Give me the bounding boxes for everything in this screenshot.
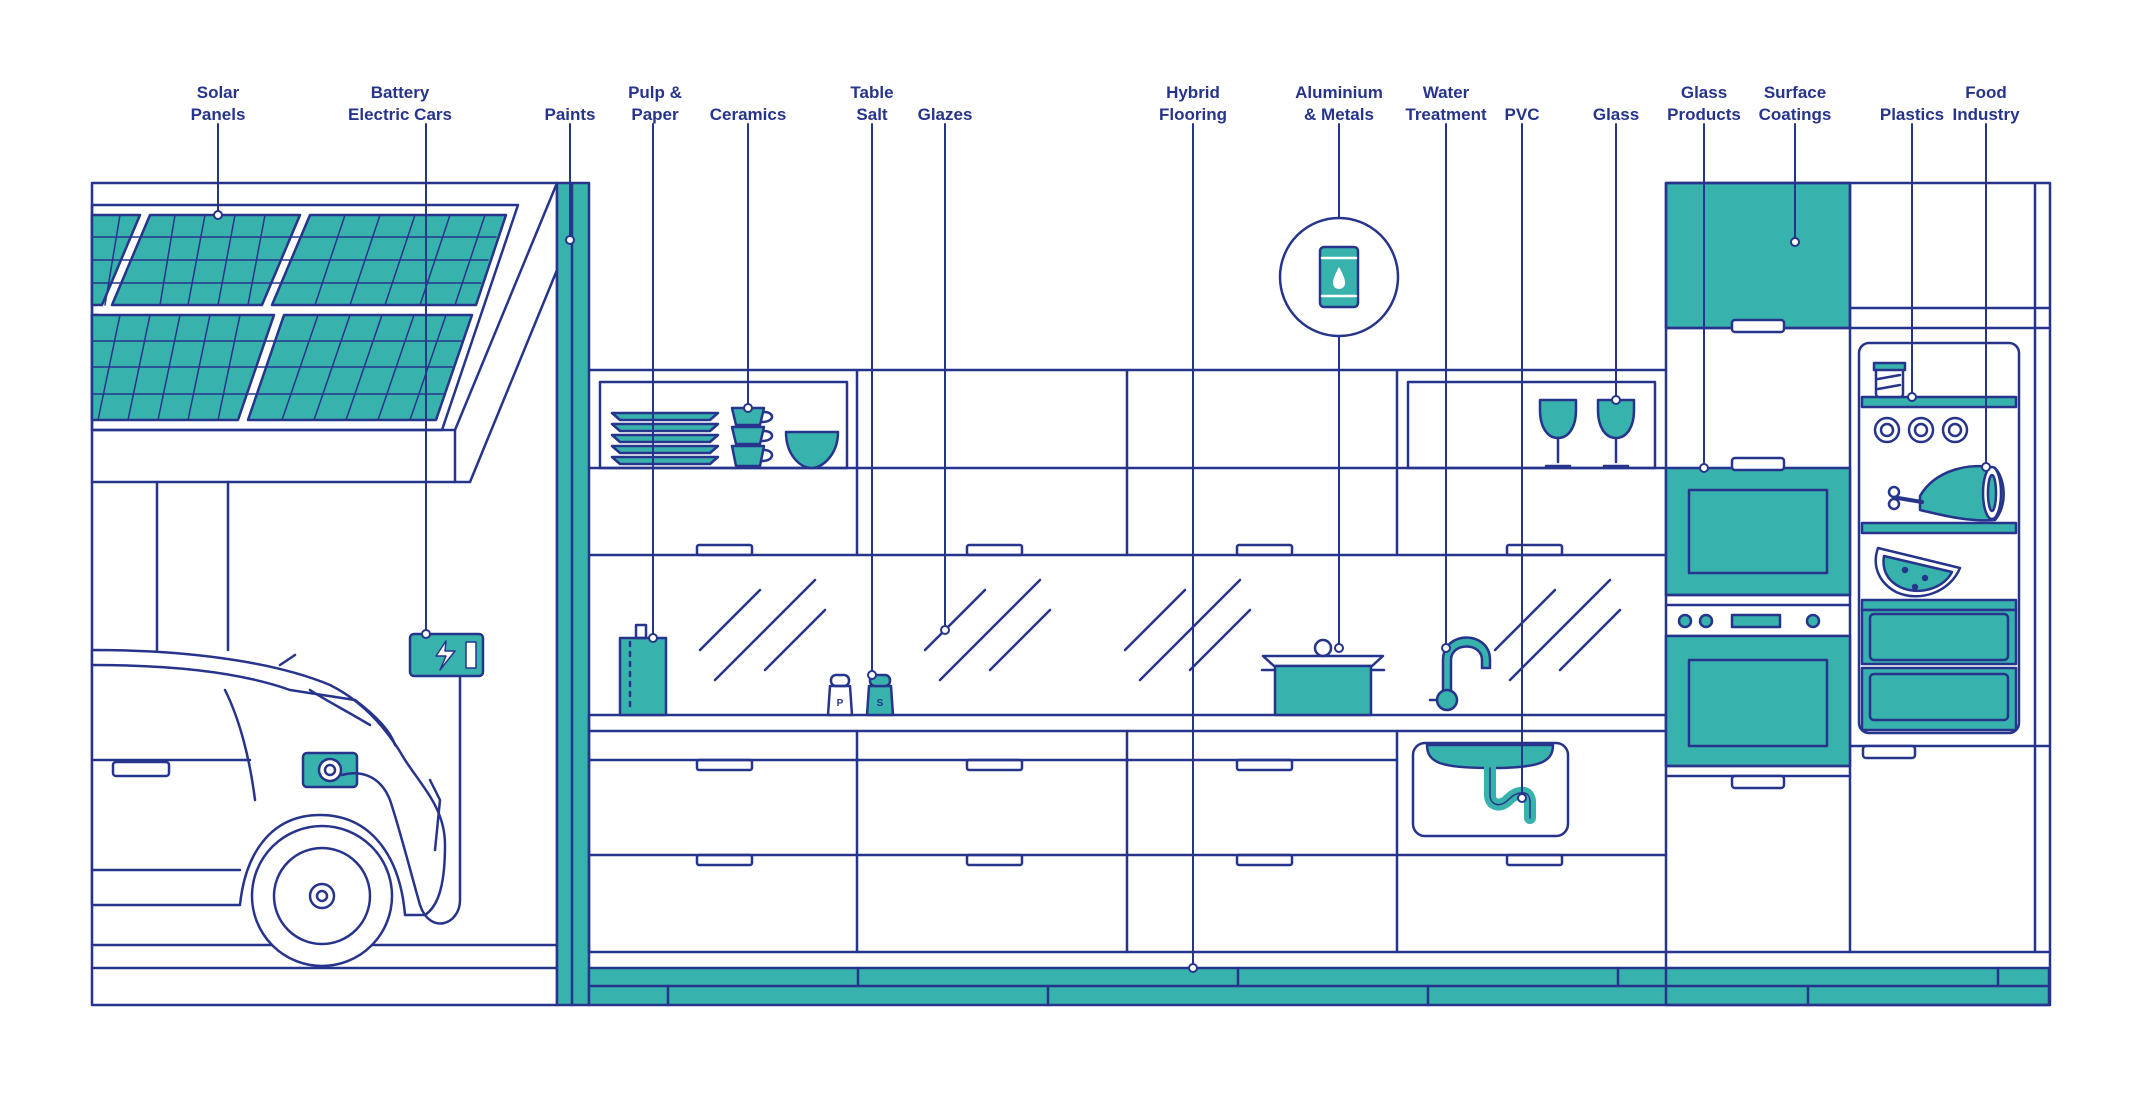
lightning-icon [435,640,456,671]
ham-icon [1887,464,2005,522]
solar-panels-array [90,213,508,422]
fridge-shelf [1860,598,2018,612]
surface-coatings-cabinet [1664,181,1852,330]
label-glass: Glass [1593,105,1639,124]
backsplash-glass-reflections [698,578,1622,682]
salt-pepper-shakers: P S [826,673,895,717]
upper-cabinets [587,368,1668,557]
aluminium-can-badge [1278,216,1400,338]
lower-cabinets [587,729,1668,954]
fridge-shelf [1860,521,2018,535]
leader-dots [213,210,1991,973]
label-line: Water [1423,83,1470,102]
electric-car [90,648,447,968]
pepper-letter: P [837,698,844,709]
label-line: Electric Cars [348,105,452,124]
faucet [1428,636,1492,712]
plastic-jar [1872,361,1907,399]
wine-glasses [1538,398,1636,468]
wall-charger [340,632,485,925]
label-line: Food [1965,83,2007,102]
stacked-plates [610,411,720,466]
stacked-cups [730,406,774,468]
label-line: Table [850,83,893,102]
label-pulp-paper: Pulp & Paper [628,83,682,124]
label-pvc: PVC [1505,105,1540,124]
label-line: Treatment [1405,105,1487,124]
label-line: Glass [1681,83,1727,102]
lower-handles [695,758,1564,867]
label-line: Panels [191,105,246,124]
watermelon-slice-icon [1874,546,1962,598]
label-line: Flooring [1159,105,1227,124]
paper-towel-roll [618,623,668,717]
sink [1411,741,1570,838]
label-aluminium-metals: Aluminium & Metals [1295,83,1383,124]
label-line: Battery [371,83,430,102]
label-line: Solar [197,83,240,102]
label-line: PVC [1505,105,1540,124]
label-line: Ceramics [710,105,787,124]
label-line: Pulp & [628,83,682,102]
open-shelf-left [598,380,849,470]
label-line: Aluminium [1295,83,1383,102]
label-line: Coatings [1759,105,1832,124]
label-paints: Paints [544,105,595,124]
label-line: Surface [1764,83,1826,102]
label-line: Glass [1593,105,1639,124]
label-line: & Metals [1304,105,1374,124]
food-containers [1873,416,1969,444]
open-shelf-right [1406,380,1657,470]
cooking-pot [1260,638,1386,717]
label-line: Paints [544,105,595,124]
bowl [784,430,840,470]
kitchen: P S [587,181,2052,1007]
upper-handles [695,543,1564,557]
car-wheel [250,824,394,968]
label-line: Hybrid [1166,83,1220,102]
label-line: Glazes [918,105,973,124]
label-line: Industry [1952,105,2020,124]
salt-letter: S [877,698,884,709]
hybrid-flooring-strip [587,950,2051,1007]
label-ceramics: Ceramics [710,105,787,124]
label-glazes: Glazes [918,105,973,124]
label-line: Products [1667,105,1741,124]
charging-cable [340,670,462,925]
appliance-column [1664,181,2052,1007]
label-line: Plastics [1880,105,1944,124]
label-line: Paper [631,105,679,124]
label-line: Salt [856,105,888,124]
leader-lines [217,123,1987,969]
countertop [587,713,1668,733]
oven-control-panel [1664,613,1852,638]
garage [90,181,591,1007]
fridge-shelf [1860,395,2018,409]
water-drop-icon [1333,267,1345,289]
fridge-drawer [1860,608,2018,666]
car-side-mirror [111,760,171,778]
label-plastics: Plastics [1880,105,1944,124]
